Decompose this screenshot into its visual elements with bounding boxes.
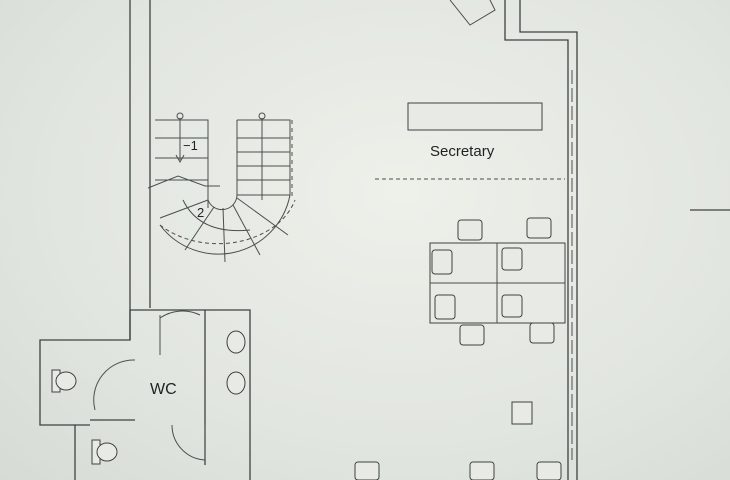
column bbox=[511, 401, 533, 425]
sink bbox=[226, 371, 246, 395]
chair bbox=[431, 249, 453, 275]
chair bbox=[457, 219, 483, 241]
secretary-area: Secretary bbox=[375, 102, 565, 180]
chair bbox=[526, 217, 552, 239]
secretary-desk bbox=[407, 102, 543, 131]
staircase: −1 2 bbox=[147, 112, 296, 263]
chair bbox=[501, 247, 523, 271]
chair bbox=[354, 461, 380, 480]
chair bbox=[529, 322, 555, 344]
room-label-secretary: Secretary bbox=[430, 143, 495, 160]
chair bbox=[434, 294, 456, 320]
chair bbox=[459, 324, 485, 346]
sink bbox=[226, 330, 246, 354]
chair bbox=[536, 461, 562, 480]
chair bbox=[469, 461, 495, 480]
meeting-table bbox=[354, 217, 566, 480]
toilet bbox=[55, 371, 77, 391]
chair bbox=[501, 294, 523, 318]
wc-block: WC bbox=[51, 309, 251, 480]
walls bbox=[39, 0, 730, 480]
stair-label-down: −1 bbox=[183, 138, 198, 153]
stair-label-up: 2 bbox=[197, 205, 204, 220]
room-label-wc: WC bbox=[150, 381, 177, 398]
toilet bbox=[96, 442, 118, 462]
